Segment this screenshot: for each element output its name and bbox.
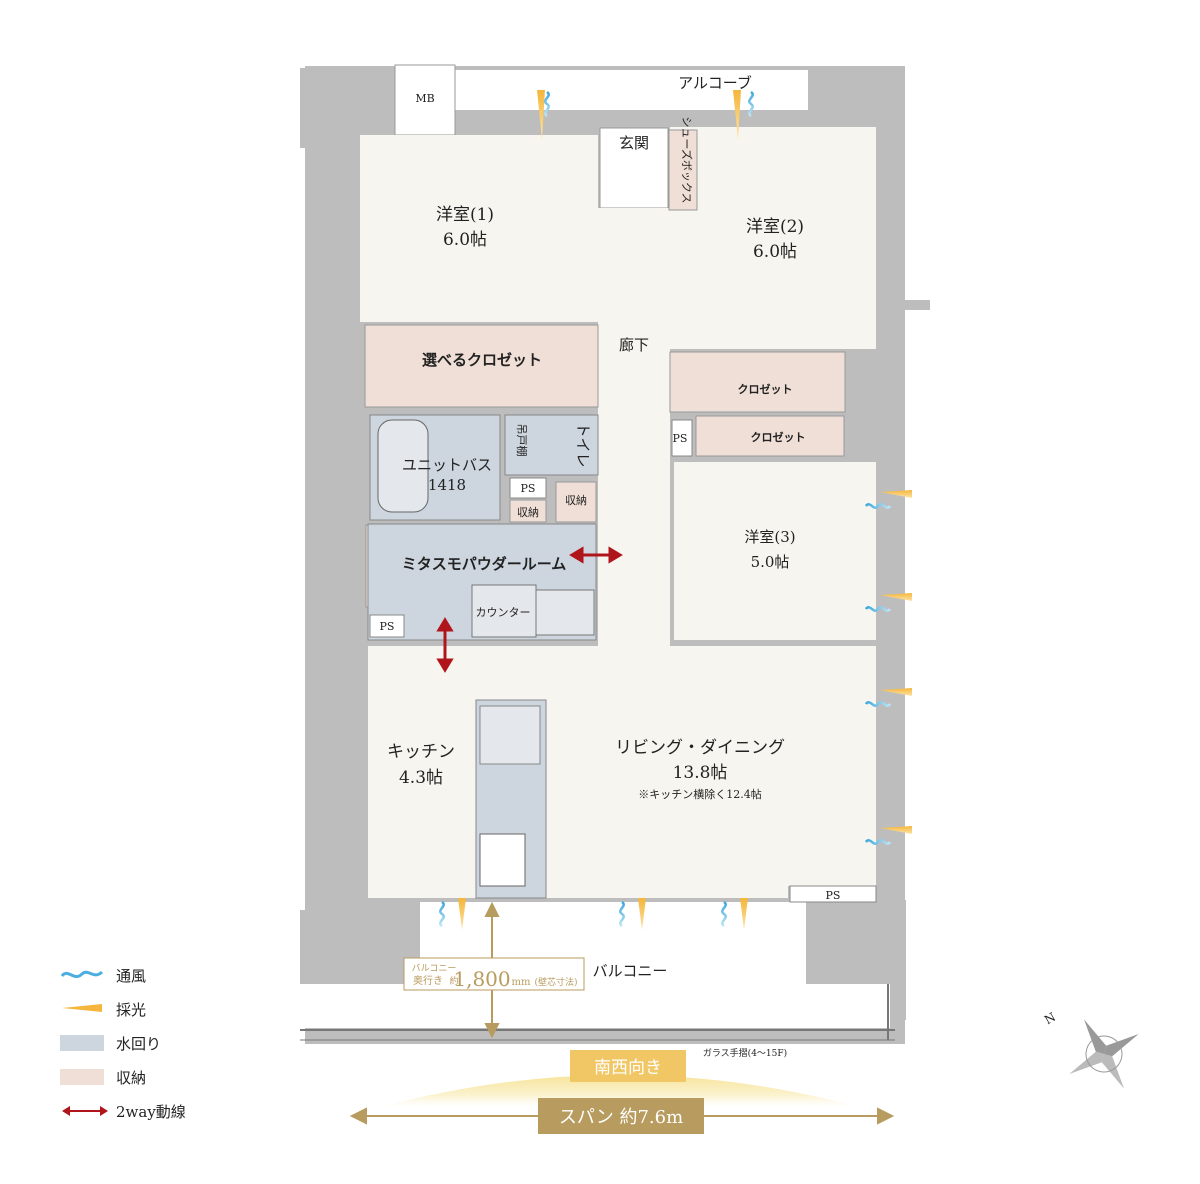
balcony-label: バルコニー — [593, 962, 668, 980]
legend-item: 収納 — [60, 1060, 260, 1094]
shoebox-label: シューズボックス — [680, 116, 694, 203]
counter-label: カウンター — [476, 606, 531, 619]
balcony-railing — [300, 984, 895, 1041]
compass-icon — [1069, 1019, 1139, 1089]
living-note: ※キッチン横除く12.4帖 — [638, 787, 762, 801]
entrance-label: 玄関 — [619, 134, 649, 152]
span-badge — [538, 1098, 704, 1134]
western2-name: 洋室(2) — [746, 217, 804, 237]
bath-size: 1418 — [428, 476, 466, 494]
western2-size: 6.0帖 — [753, 242, 797, 262]
closet-choice-label: 選べるクロゼット — [422, 351, 542, 369]
living-size: 13.8帖 — [673, 763, 728, 783]
orientation-badge — [570, 1050, 686, 1082]
balcony-depth-value: 1,800 — [453, 967, 510, 991]
sun-arc — [370, 1075, 870, 1110]
cabinet-label: 吊戸棚 — [515, 424, 529, 457]
ps-label-4: PS — [826, 889, 841, 902]
legend: 通風 採光 水回り 収納 2way動線 — [60, 958, 260, 1128]
storage2-label: 収納 — [565, 494, 587, 507]
mb-label: MB — [415, 92, 434, 105]
wind-icon — [60, 970, 104, 979]
bath-name: ユニットバス — [402, 456, 492, 474]
balcony-depth-label2: 奥行き — [413, 974, 443, 987]
span-label: スパン 約7.6m — [559, 1107, 683, 1128]
powder-label: ミタスモパウダールーム — [402, 555, 567, 573]
railing-note: ガラス手摺(4〜15F) — [703, 1047, 787, 1059]
legend-item: 2way動線 — [60, 1094, 260, 1128]
storage1-label: 収納 — [517, 506, 539, 519]
alcove-label: アルコーブ — [678, 74, 752, 92]
storage-swatch — [60, 1069, 104, 1085]
balcony-depth-label1: バルコニー — [412, 963, 457, 974]
light-icons — [458, 90, 912, 930]
labels: MB アルコーブ 玄関 シューズボックス 洋室(1) 6.0帖 洋室(2) 6.… — [380, 74, 1059, 1128]
western1-size: 6.0帖 — [443, 230, 487, 250]
two-way-arrows — [436, 546, 623, 673]
legend-item: 採光 — [60, 992, 260, 1026]
legend-label: 2way動線 — [116, 1102, 186, 1121]
ps-label-2: PS — [521, 482, 536, 495]
ps-label-3: PS — [380, 620, 395, 633]
orientation-label: 南西向き — [594, 1058, 662, 1078]
legend-label: 採光 — [116, 1000, 147, 1019]
balcony-depth-prefix: 約 — [449, 975, 458, 987]
closet1-label: クロゼット — [738, 382, 793, 396]
balcony-depth-unit: mm — [512, 977, 531, 988]
light-icon — [62, 1004, 102, 1012]
compass-n: N — [1042, 1010, 1058, 1027]
western1-name: 洋室(1) — [436, 205, 494, 225]
ps-label-1: PS — [673, 432, 688, 445]
balcony-depth-box — [403, 957, 585, 991]
hallway-label: 廊下 — [619, 336, 649, 354]
water-swatch — [60, 1035, 104, 1051]
kitchen-size: 4.3帖 — [399, 768, 443, 788]
water-areas — [367, 414, 599, 899]
legend-label: 収納 — [116, 1068, 147, 1087]
double-arrow-icon — [62, 1106, 108, 1116]
legend-label: 水回り — [116, 1034, 162, 1053]
floor-areas — [300, 64, 890, 1028]
closet2-label: クロゼット — [751, 430, 806, 444]
toilet-label: トイレ — [574, 422, 592, 467]
legend-label: 通風 — [116, 966, 147, 985]
balcony-depth-note: (壁芯寸法) — [534, 976, 577, 988]
living-name: リビング・ダイニング — [615, 738, 785, 758]
western3-name: 洋室(3) — [744, 528, 795, 546]
kitchen-name: キッチン — [387, 742, 455, 762]
ps-boxes — [369, 419, 877, 903]
legend-item: 通風 — [60, 958, 260, 992]
legend-item: 水回り — [60, 1026, 260, 1060]
western3-size: 5.0帖 — [751, 553, 790, 571]
